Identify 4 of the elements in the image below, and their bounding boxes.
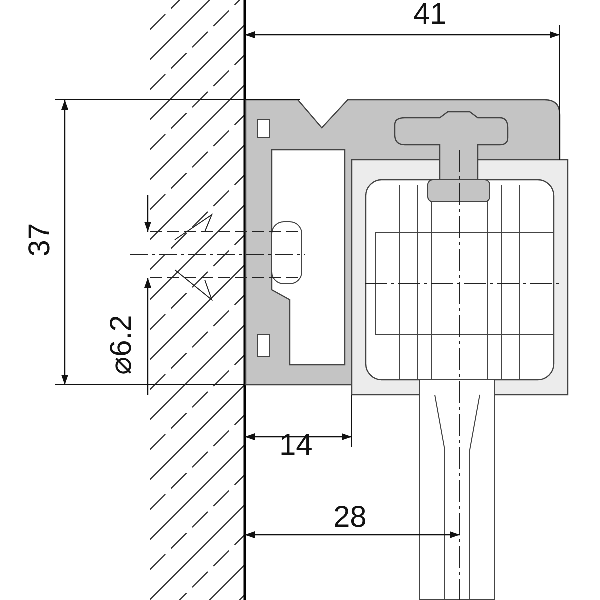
dimension-label: 41: [414, 0, 447, 30]
dimension-label: ⌀6.2: [106, 315, 137, 375]
dimension-label: 37: [25, 223, 56, 257]
dimension-label: 28: [334, 503, 367, 533]
